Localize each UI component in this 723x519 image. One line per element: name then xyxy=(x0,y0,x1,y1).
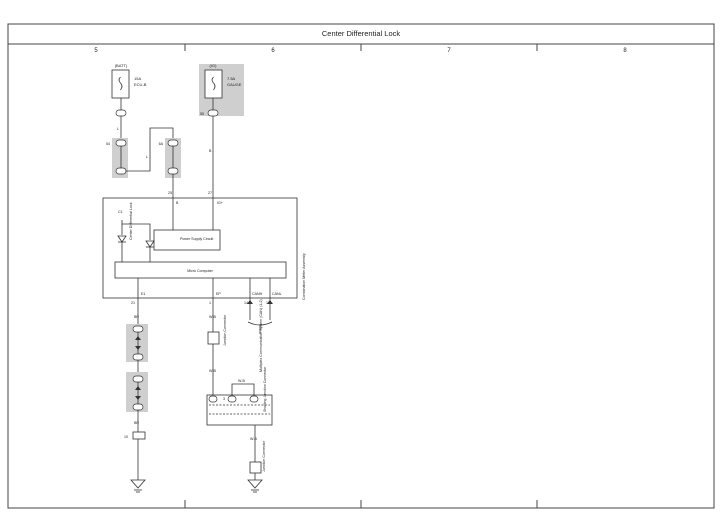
column-label: 8 xyxy=(623,48,627,54)
column-label: 6 xyxy=(271,48,275,54)
svg-text:6A: 6A xyxy=(159,142,164,146)
svg-text:15A: 15A xyxy=(134,76,141,81)
svg-text:(IG): (IG) xyxy=(210,63,218,68)
svg-text:L: L xyxy=(146,155,148,159)
svg-text:10: 10 xyxy=(124,435,128,439)
svg-text:EP: EP xyxy=(216,292,221,296)
svg-text:1: 1 xyxy=(209,301,211,305)
svg-text:(BATT): (BATT) xyxy=(115,63,128,68)
svg-text:21: 21 xyxy=(131,301,135,305)
fuse-terminal xyxy=(115,109,127,117)
svg-text:14: 14 xyxy=(244,301,248,305)
svg-text:W-B: W-B xyxy=(238,379,246,383)
svg-text:B: B xyxy=(209,149,212,153)
svg-text:Junction Connector: Junction Connector xyxy=(223,314,227,346)
ground-symbol xyxy=(130,479,146,489)
svg-text:27: 27 xyxy=(208,191,212,195)
wire-cross xyxy=(126,127,174,172)
column-markers: 5 6 7 8 xyxy=(94,44,627,508)
ground-connector xyxy=(132,431,146,440)
shorting-junction-connector xyxy=(206,394,273,426)
svg-text:BR: BR xyxy=(134,315,139,319)
svg-text:ECU-B: ECU-B xyxy=(134,82,147,87)
meter-name: Combination Meter Assembly xyxy=(302,253,306,300)
fuse-gauge: (IG) 7.5A GAUGE xyxy=(204,63,242,99)
svg-text:7.5A: 7.5A xyxy=(227,76,236,81)
svg-text:Power Supply Circuit: Power Supply Circuit xyxy=(180,237,213,241)
svg-text:W-B: W-B xyxy=(209,315,217,319)
svg-text:Junction Connector: Junction Connector xyxy=(262,440,266,472)
svg-text:55: 55 xyxy=(200,112,204,116)
svg-text:Micro Computer: Micro Computer xyxy=(187,269,213,273)
ground-symbol xyxy=(247,479,263,489)
column-label: 5 xyxy=(94,48,98,54)
svg-text:W-B: W-B xyxy=(209,369,217,373)
svg-text:C1: C1 xyxy=(118,210,123,214)
column-label: 7 xyxy=(447,48,451,54)
svg-text:E1: E1 xyxy=(141,292,145,296)
svg-text:CANH: CANH xyxy=(252,292,263,296)
svg-text:L: L xyxy=(117,127,119,131)
micro-computer xyxy=(114,261,287,279)
junction-shade xyxy=(126,372,148,412)
can-label: Multiplex Communication System (CAN) (1-… xyxy=(259,299,263,372)
junction-connector-top xyxy=(207,331,220,345)
svg-text:W-B: W-B xyxy=(250,437,258,441)
svg-text:3: 3 xyxy=(223,397,225,401)
power-supply-circuit xyxy=(153,229,221,251)
svg-text:BR: BR xyxy=(134,421,139,425)
svg-text:Center Differential Lock: Center Differential Lock xyxy=(129,202,133,240)
svg-text:B: B xyxy=(176,201,179,205)
diagram-title: Center Differential Lock xyxy=(322,29,400,38)
svg-text:IG+: IG+ xyxy=(217,201,223,205)
svg-text:25: 25 xyxy=(168,191,172,195)
svg-text:54: 54 xyxy=(106,142,110,146)
combination-meter: B IG+ Power Supply Circuit C1 Center Dif… xyxy=(102,197,298,299)
fuse-ecu-b: (BATT) 15A ECU-B xyxy=(111,63,147,99)
svg-text:GAUGE: GAUGE xyxy=(227,82,242,87)
svg-text:CANL: CANL xyxy=(272,292,282,296)
junction-shade xyxy=(126,324,148,362)
svg-text:Shorting Junction Connector: Shorting Junction Connector xyxy=(263,366,267,412)
junction-connector-bottom xyxy=(249,461,262,474)
